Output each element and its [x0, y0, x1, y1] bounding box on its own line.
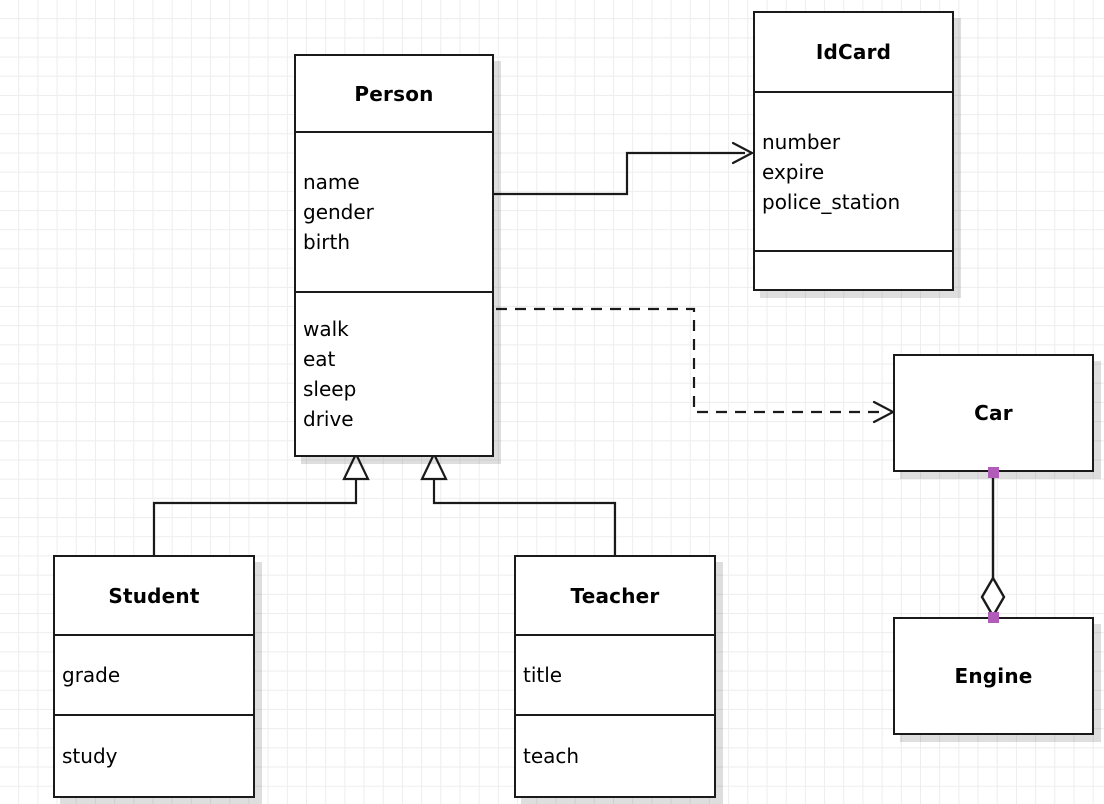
class-teacher-title-section: Teacher	[516, 557, 714, 634]
class-teacher[interactable]: Teacher title teach	[514, 555, 716, 798]
class-student[interactable]: Student grade study	[53, 555, 255, 798]
class-teacher-attribute: title	[523, 663, 563, 687]
class-car[interactable]: Car	[893, 354, 1094, 472]
class-student-attribute: grade	[62, 663, 121, 687]
class-person-method: walk	[303, 317, 349, 341]
edge-teacher-person	[420, 451, 617, 556]
class-person[interactable]: Person name gender birth walk eat sleep …	[294, 54, 494, 457]
class-person-method: sleep	[303, 377, 357, 401]
class-engine-title-section: Engine	[895, 619, 1092, 733]
class-idcard-attributes-section: number expire police_station	[755, 91, 952, 250]
class-student-name: Student	[108, 583, 200, 608]
class-person-title-section: Person	[296, 56, 492, 131]
class-person-attribute: birth	[303, 230, 350, 254]
class-car-title-section: Car	[895, 356, 1092, 470]
edge-student-person	[152, 451, 370, 556]
class-person-method: drive	[303, 407, 354, 431]
class-teacher-attributes-section: title	[516, 634, 714, 714]
class-person-attribute: name	[303, 170, 360, 194]
class-idcard-attribute: number	[762, 129, 841, 154]
edge-handle-car-end[interactable]	[988, 467, 999, 478]
class-idcard-attribute: expire	[762, 159, 825, 184]
class-idcard-methods-section	[755, 250, 952, 293]
edge-person-car	[496, 307, 896, 424]
class-person-method: eat	[303, 347, 336, 371]
class-idcard-title-section: IdCard	[755, 13, 952, 91]
class-teacher-methods-section: teach	[516, 714, 714, 796]
class-student-title-section: Student	[55, 557, 253, 634]
class-idcard[interactable]: IdCard number expire police_station	[753, 11, 954, 291]
class-student-attributes-section: grade	[55, 634, 253, 714]
class-person-methods-section: walk eat sleep drive	[296, 291, 492, 455]
class-student-methods-section: study	[55, 714, 253, 796]
edge-car-engine	[980, 472, 1006, 619]
class-teacher-name: Teacher	[570, 583, 660, 608]
class-person-attribute: gender	[303, 200, 374, 224]
class-car-name: Car	[974, 401, 1013, 425]
class-engine[interactable]: Engine	[893, 617, 1094, 735]
class-person-name: Person	[354, 81, 434, 106]
class-person-attributes-section: name gender birth	[296, 131, 492, 291]
class-idcard-name: IdCard	[815, 40, 892, 64]
edge-person-idcard	[494, 141, 755, 196]
edge-handle-engine-end[interactable]	[988, 612, 999, 623]
class-student-method: study	[62, 744, 118, 768]
class-engine-name: Engine	[954, 664, 1033, 688]
class-idcard-attribute: police_station	[762, 189, 901, 214]
class-teacher-method: teach	[523, 744, 580, 768]
